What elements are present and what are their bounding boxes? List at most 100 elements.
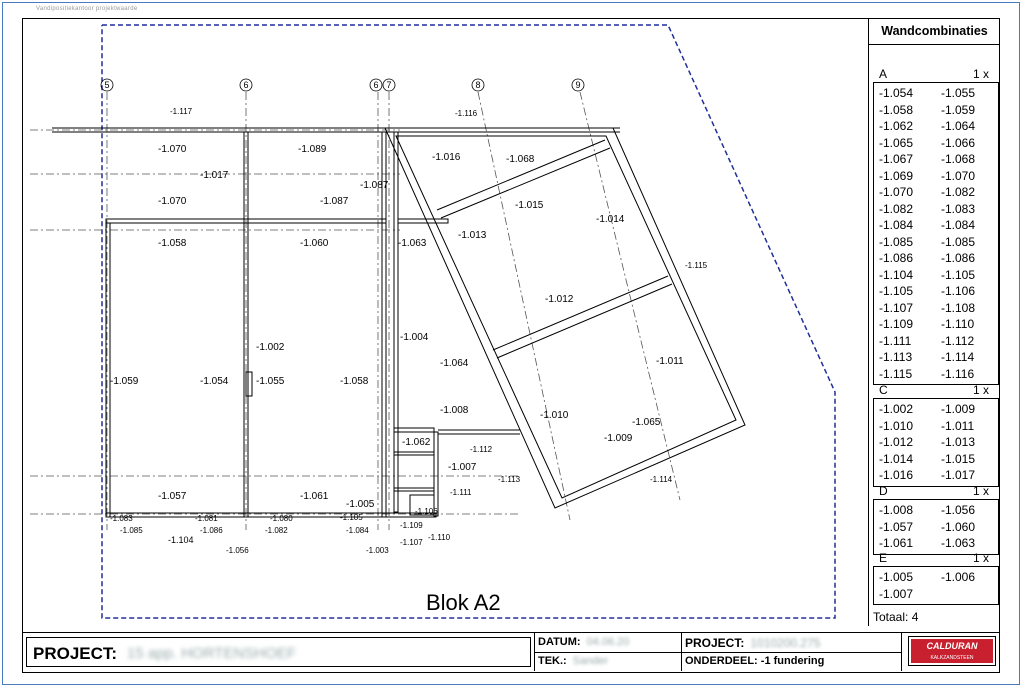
dimension-label: -1.061: [300, 491, 329, 502]
dimension-label: -1.010: [540, 410, 569, 421]
grid-bubble-6: 9: [571, 78, 585, 92]
grid-label: 7: [386, 80, 391, 90]
wall-code: -1.068: [941, 152, 976, 166]
dimension-label: -1.002: [256, 342, 285, 353]
dimension-label: -1.116: [455, 109, 478, 118]
combination-row: -1.012-1.013: [874, 434, 998, 451]
combination-row: -1.058-1.059: [874, 102, 998, 119]
dimension-label: -1.011: [656, 356, 684, 367]
calduran-logo: CALDURAN KALKZANDSTEEN: [908, 636, 996, 666]
dimension-label: -1.087: [360, 180, 389, 191]
dimension-label: -1.113: [498, 475, 521, 484]
wall-code: -1.055: [941, 86, 976, 100]
combination-row: -1.082-1.083: [874, 201, 998, 218]
dimension-label: -1.064: [440, 358, 469, 369]
wall-code: -1.054: [879, 86, 914, 100]
date-label: DATUM:: [538, 636, 581, 648]
group-count: 1 x: [972, 67, 989, 81]
plot-boundary: [101, 24, 836, 619]
dimension-label: -1.082: [265, 526, 288, 535]
group-label: C: [879, 383, 888, 397]
dimension-label: -1.080: [270, 514, 293, 523]
wall-code: -1.082: [941, 185, 976, 199]
logo-name: CALDURAN: [911, 639, 993, 653]
header-small-text: Vandipositiekantoor projektwaarde: [36, 6, 138, 12]
dimension-label: -1.008: [440, 405, 469, 416]
wall-code: -1.002: [879, 402, 914, 416]
dimension-labels: -1.117 -1.070 -1.089 -1.116 -1.016 -1.06…: [110, 107, 708, 555]
wall-code: -1.108: [941, 300, 976, 315]
dimension-label: -1.104: [168, 535, 194, 545]
group-count: 1 x: [972, 551, 989, 565]
combination-row: -1.061-1.063: [874, 535, 998, 552]
combination-row: -1.065 -1.066: [874, 135, 998, 152]
project-label: PROJECT:: [33, 644, 118, 663]
dimension-label: -1.060: [300, 238, 329, 249]
drawing-frame: [22, 18, 1000, 673]
dimension-label: -1.004: [400, 332, 429, 343]
dimension-label: -1.009: [604, 433, 633, 444]
wall-code: -1.061: [879, 536, 914, 550]
wall-code: [936, 586, 998, 603]
combination-row: -1.007: [874, 586, 998, 603]
group-label: D: [879, 484, 888, 498]
logo-subtitle: KALKZANDSTEEN: [911, 653, 993, 663]
wall-code: -1.107: [879, 300, 914, 315]
wall-code: -1.070: [879, 185, 914, 199]
combination-row: -1.086-1.086: [874, 250, 998, 267]
wall-code: -1.009: [941, 402, 976, 416]
wall-code: -1.010: [879, 418, 914, 433]
dimension-label: -1.105: [340, 513, 363, 522]
group-rows: -1.008-1.056-1.057 -1.060-1.061-1.063: [873, 499, 999, 555]
wall-code: -1.105: [879, 284, 914, 298]
wall-code: -1.064: [941, 119, 976, 133]
dimension-label: -1.016: [432, 152, 461, 163]
wall-code: -1.066: [941, 135, 976, 150]
dimension-label: -1.057: [158, 491, 187, 502]
project-name: 15 app. HORTENSHOEF: [127, 645, 296, 662]
wall-code: -1.012: [879, 435, 914, 449]
combination-row: -1.113-1.114: [874, 349, 998, 366]
combination-row: -1.005-1.006: [874, 569, 998, 586]
grid-label: 9: [575, 80, 580, 90]
wall-code: -1.115: [879, 366, 913, 381]
wall-code: -1.113: [879, 350, 913, 364]
wall-code: -1.014: [879, 451, 914, 466]
wall-code: -1.065: [879, 135, 914, 150]
wall-code: -1.056: [941, 503, 976, 517]
group-rows: -1.002-1.009-1.010-1.011-1.012-1.013-1.0…: [873, 398, 999, 487]
dimension-label: -1.114: [650, 475, 673, 484]
dimension-label: -1.087: [320, 196, 349, 207]
dimension-label: -1.062: [402, 437, 431, 448]
dimension-label: -1.058: [158, 238, 187, 249]
wall-code: -1.060: [941, 519, 976, 534]
dimension-label: -1.055: [256, 376, 285, 387]
block-label: Blok A2: [426, 590, 501, 615]
dimension-label: -1.081: [195, 514, 218, 523]
combination-row: -1.085-1.085: [874, 234, 998, 251]
wall-code: -1.082: [879, 201, 914, 216]
wall-code: -1.057: [879, 519, 914, 534]
combination-row: -1.067-1.068: [874, 151, 998, 168]
dimension-label: -1.106: [415, 507, 438, 516]
dimension-label: -1.005: [346, 499, 375, 510]
combination-row: -1.062-1.064: [874, 118, 998, 135]
wall-code: -1.105: [941, 267, 976, 282]
combination-row: -1.054 -1.055: [874, 85, 998, 102]
wall-code: -1.104: [879, 267, 914, 282]
combination-row: -1.115-1.116: [874, 366, 998, 383]
wall-code: -1.070: [941, 168, 976, 183]
grid-bubble-4: 7: [382, 78, 396, 92]
dimension-label: -1.065: [632, 417, 661, 428]
date-box: DATUM:04.06.20 TEK.:Sander: [534, 633, 682, 671]
combination-row: -1.008-1.056: [874, 502, 998, 519]
dimension-label: -1.058: [340, 376, 369, 387]
wall-code: -1.006: [941, 570, 976, 584]
dimension-label: -1.109: [400, 521, 423, 530]
wall-code: -1.016: [879, 468, 914, 482]
wall-code: -1.106: [941, 284, 976, 298]
